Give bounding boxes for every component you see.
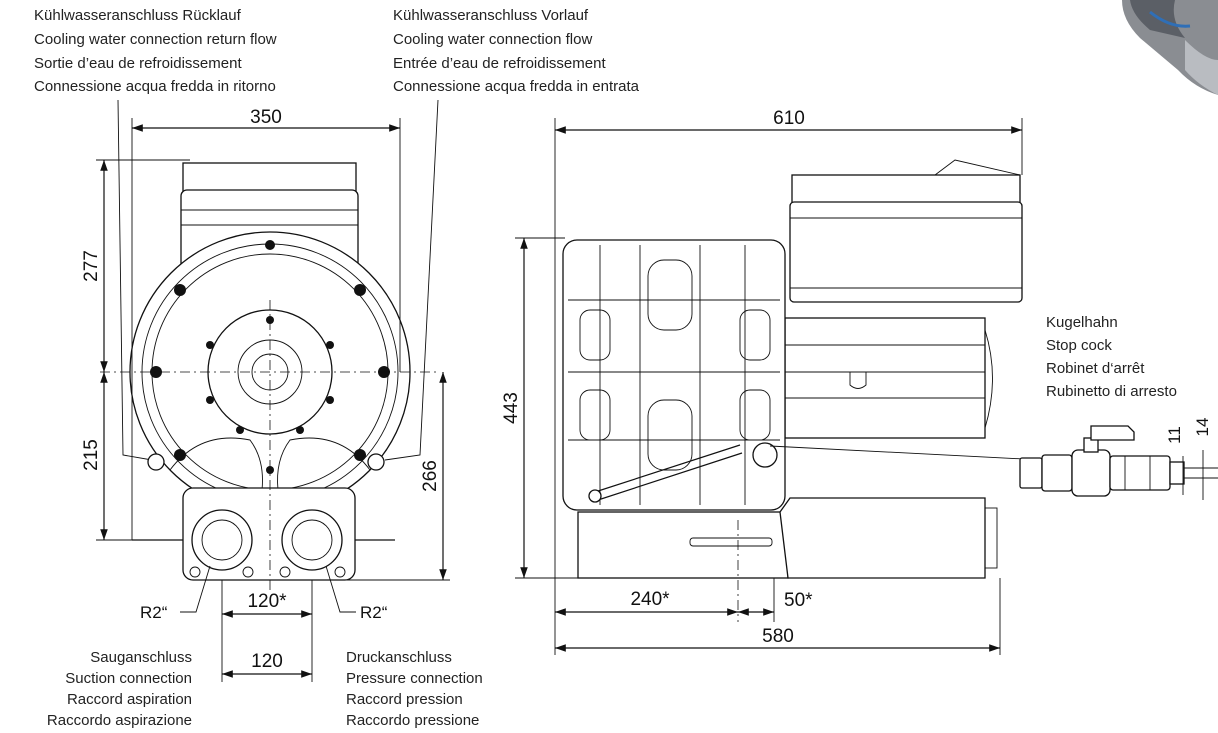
front-view — [100, 162, 440, 590]
svg-text:Kühlwasseranschluss Rücklauf: Kühlwasseranschluss Rücklauf — [34, 7, 242, 24]
leader-supply-flow — [384, 99, 439, 461]
svg-text:Sauganschluss: Sauganschluss — [90, 649, 192, 666]
side-motor — [784, 317, 986, 439]
label-supply-flow: Kühlwasseranschluss Vorlauf Cooling wate… — [393, 7, 640, 95]
svg-text:Raccordo aspirazione: Raccordo aspirazione — [47, 712, 192, 729]
svg-text:Rubinetto di arresto: Rubinetto di arresto — [1046, 383, 1177, 400]
label-stop-cock: Kugelhahn Stop cock Robinet d‘arrêt Rubi… — [1046, 314, 1177, 400]
dim-side-base-width: 580 — [762, 626, 794, 647]
stop-cock-dimensions: 11 14 — [1165, 418, 1212, 500]
svg-text:Druckanschluss: Druckanschluss — [346, 649, 452, 666]
dim-front-lower-height: 215 — [81, 439, 102, 471]
side-motor-lid — [791, 174, 1021, 206]
label-suction: Sauganschluss Suction connection Raccord… — [47, 649, 192, 729]
dim-port-spacing-star: 120* — [247, 591, 287, 612]
side-dimensions: 610 443 240* 50* 580 — [501, 108, 1023, 655]
pressure-port — [281, 509, 343, 571]
front-dimensions: 350 277 215 266 120* 120 R2“ R2“ — [81, 107, 450, 682]
dim-front-upper-height: 277 — [81, 250, 102, 282]
svg-text:Connessione acqua fredda in en: Connessione acqua fredda in entrata — [393, 78, 640, 95]
dim-port-spacing: 120 — [251, 651, 283, 672]
dim-front-width: 350 — [250, 107, 282, 128]
housing-ribs — [568, 245, 780, 505]
svg-text:Raccord aspiration: Raccord aspiration — [67, 691, 192, 708]
side-base — [577, 511, 789, 579]
dim-front-port-height: 266 — [420, 460, 441, 492]
dim-side-base-left: 240* — [630, 589, 670, 610]
motor-lid — [182, 162, 357, 194]
thread-left: R2“ — [140, 603, 168, 622]
side-motor-box — [789, 201, 1023, 303]
svg-text:Cooling water connection retur: Cooling water connection return flow — [34, 31, 277, 48]
dim-side-width: 610 — [773, 108, 805, 129]
thread-right: R2“ — [360, 603, 388, 622]
svg-text:Cooling water connection flow: Cooling water connection flow — [393, 31, 592, 48]
dim-pipe-11: 11 — [1165, 426, 1184, 444]
stop-cock-handle — [1090, 425, 1135, 441]
svg-text:Kühlwasseranschluss Vorlauf: Kühlwasseranschluss Vorlauf — [393, 7, 589, 24]
dim-side-base-right: 50* — [784, 590, 813, 611]
side-view — [562, 159, 1181, 622]
svg-text:Kugelhahn: Kugelhahn — [1046, 314, 1118, 331]
svg-text:Entrée d’eau de refroidissemen: Entrée d’eau de refroidissement — [393, 55, 606, 72]
svg-text:Sortie d’eau de refroidissemen: Sortie d’eau de refroidissement — [34, 55, 242, 72]
leader-return-flow — [117, 99, 153, 461]
side-housing — [562, 239, 786, 511]
svg-text:Stop cock: Stop cock — [1046, 337, 1112, 354]
label-return-flow: Kühlwasseranschluss Rücklauf Cooling wat… — [34, 7, 277, 95]
side-silencer — [779, 497, 986, 579]
svg-text:Connessione acqua fredda in ri: Connessione acqua fredda in ritorno — [34, 78, 276, 95]
suction-port — [191, 509, 253, 571]
housing-bolts — [150, 240, 390, 461]
svg-text:Robinet d‘arrêt: Robinet d‘arrêt — [1046, 360, 1145, 377]
svg-text:Suction connection: Suction connection — [65, 670, 192, 687]
label-pressure: Druckanschluss Pressure connection Racco… — [346, 649, 483, 729]
svg-text:Raccord pression: Raccord pression — [346, 691, 463, 708]
product-photo — [1122, 0, 1218, 95]
svg-text:Raccordo pressione: Raccordo pressione — [346, 712, 479, 729]
stop-cock — [1019, 425, 1218, 497]
dim-side-height: 443 — [501, 392, 522, 424]
svg-text:Pressure connection: Pressure connection — [346, 670, 483, 687]
dim-pipe-14: 14 — [1193, 418, 1212, 437]
